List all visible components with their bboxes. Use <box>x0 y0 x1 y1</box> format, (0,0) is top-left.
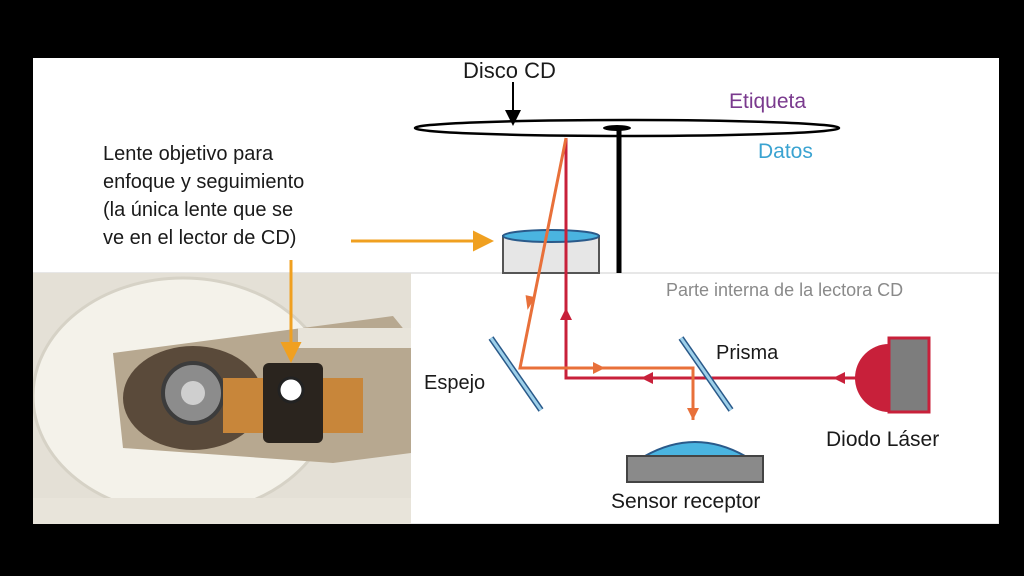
laser-diode <box>855 336 931 414</box>
disc-hub <box>603 125 631 131</box>
receiver-sensor-label: Sensor receptor <box>611 490 761 513</box>
interior-section-label: Parte interna de la lectora CD <box>666 280 904 300</box>
prism-label: Prisma <box>716 342 779 364</box>
objective-lens <box>502 229 600 274</box>
lens-desc-line: (la única lente que se <box>103 199 294 221</box>
lens-desc-line: ve en el lector de CD) <box>103 227 297 249</box>
cd-drive-photo <box>33 273 411 524</box>
lens-desc-line: Lente objetivo para <box>103 143 274 165</box>
label-layer-label: Etiqueta <box>729 90 807 113</box>
lens-desc-line: enfoque y seguimiento <box>103 171 305 193</box>
receiver-sensor <box>626 441 764 483</box>
mirror-label: Espejo <box>424 372 486 394</box>
laser-path <box>518 137 859 420</box>
laser-diode-label: Diodo Láser <box>826 428 940 451</box>
data-layer-label: Datos <box>758 140 813 163</box>
disc-label: Disco CD <box>463 58 556 83</box>
diagram-panel: Disco CD Etiqueta Datos Lente objetivo p… <box>33 58 999 524</box>
diagram-graphics <box>33 82 999 524</box>
objective-lens-description: Lente objetivo para enfoque y seguimient… <box>103 140 403 252</box>
